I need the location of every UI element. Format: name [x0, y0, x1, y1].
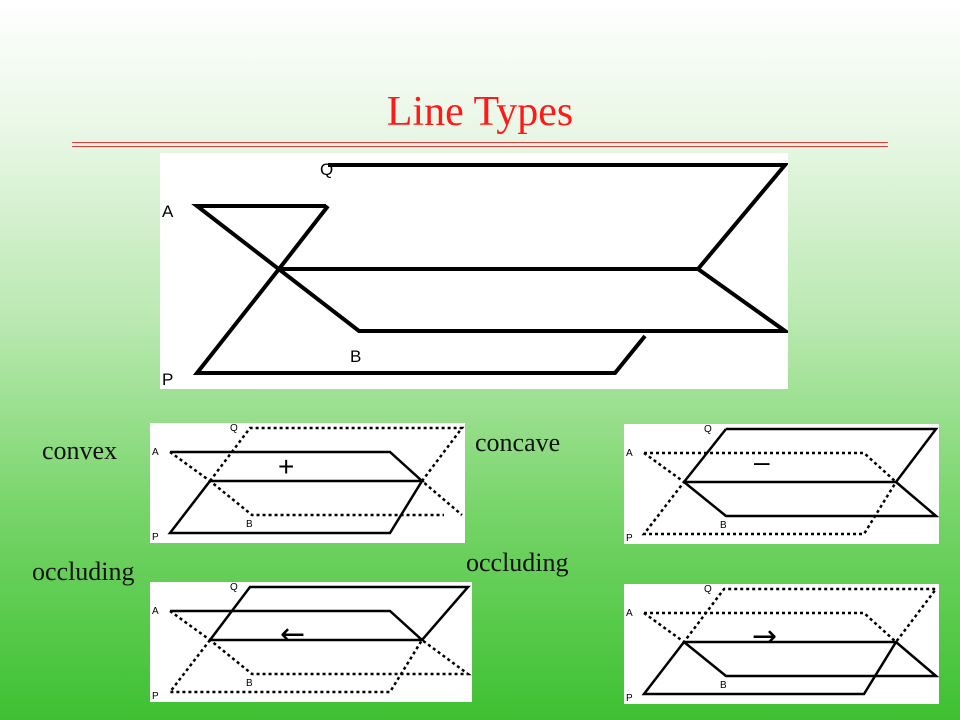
label-q: Q: [704, 424, 712, 435]
label-q: Q: [230, 582, 238, 593]
main-diagram: Q A B P: [160, 153, 788, 389]
label-b: B: [720, 520, 727, 531]
diagram-convex: Q A B P +: [150, 423, 465, 543]
label-p: P: [152, 691, 159, 702]
label-p: P: [152, 532, 159, 543]
label-a: A: [626, 608, 633, 619]
occluding-left-arrow-icon: ←: [280, 617, 305, 652]
label-p: P: [626, 693, 633, 704]
caption-occluding-left: occluding: [32, 557, 135, 586]
label-q: Q: [320, 160, 333, 179]
label-b: B: [246, 519, 253, 530]
occluding-right-arrow-icon: →: [752, 619, 777, 654]
label-b: B: [720, 680, 727, 691]
label-b: B: [246, 678, 253, 689]
plane-q-edge: [277, 204, 330, 271]
label-q: Q: [704, 584, 712, 595]
diagram-concave: Q A B P –: [624, 424, 939, 544]
label-a: A: [626, 448, 633, 459]
plane-a-top: [191, 204, 788, 333]
label-p: P: [626, 533, 633, 544]
convex-plus-symbol: +: [278, 451, 294, 482]
plane-q-top: [279, 163, 788, 271]
label-a: A: [162, 202, 174, 221]
caption-concave: concave: [475, 428, 561, 457]
title-underline-second: [72, 146, 888, 147]
diagram-occluding-left: Q A B P ←: [150, 582, 472, 702]
caption-occluding-right: occluding: [466, 548, 569, 577]
label-q: Q: [230, 423, 238, 434]
label-a: A: [152, 447, 159, 458]
slide-title: Line Types: [386, 89, 574, 135]
label-b: B: [350, 347, 361, 366]
label-a: A: [152, 606, 159, 617]
plane-q-bottom: [192, 267, 647, 375]
title-underline: [72, 142, 888, 143]
diagram-occluding-right: Q A B P →: [624, 584, 939, 704]
caption-convex: convex: [42, 436, 118, 465]
concave-minus-symbol: –: [754, 446, 770, 477]
label-p: P: [162, 370, 173, 389]
